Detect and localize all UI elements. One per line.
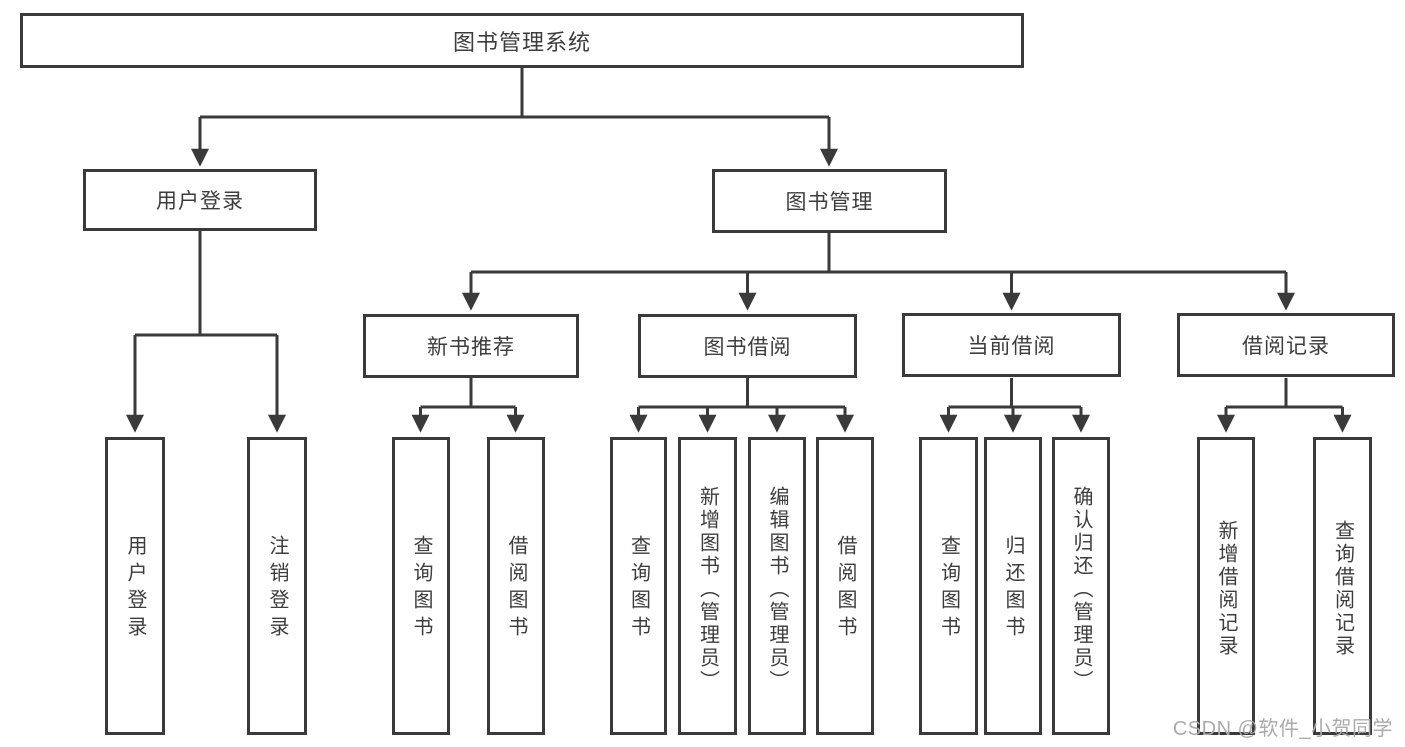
leaf-borrowmod-edit-books-admin: 编辑图书（管理员） xyxy=(748,437,806,735)
csdn-watermark: CSDN @软件_小贺同学 xyxy=(1172,718,1393,740)
leaf-borrowmod-add-books-admin: 新增图书（管理员） xyxy=(678,437,737,735)
node-borrowing-records: 借阅记录 xyxy=(1177,313,1395,377)
leaf-records-query-borrow-record: 查询借阅记录 xyxy=(1313,437,1372,735)
node-book-borrowing: 图书借阅 xyxy=(638,314,857,378)
leaf-borrowmod-query-books: 查询图书 xyxy=(610,437,667,735)
node-book-management-module: 图书管理 xyxy=(712,169,947,233)
node-current-borrowing: 当前借阅 xyxy=(902,313,1121,377)
leaf-current-return-books: 归还图书 xyxy=(984,437,1042,735)
leaf-newrec-query-books: 查询图书 xyxy=(392,437,450,735)
node-new-book-recommend: 新书推荐 xyxy=(363,314,579,378)
leaf-current-confirm-return-admin: 确认归还（管理员） xyxy=(1052,437,1110,735)
leaf-newrec-borrow-books: 借阅图书 xyxy=(487,437,545,735)
leaf-records-add-borrow-record: 新增借阅记录 xyxy=(1197,437,1255,735)
leaf-logout: 注销登录 xyxy=(247,437,307,735)
leaf-current-query-books: 查询图书 xyxy=(919,437,978,735)
node-root-system: 图书管理系统 xyxy=(20,13,1024,68)
node-user-login-module: 用户登录 xyxy=(83,169,317,231)
leaf-user-login: 用户登录 xyxy=(105,437,165,735)
leaf-borrowmod-borrow-books: 借阅图书 xyxy=(816,437,874,735)
